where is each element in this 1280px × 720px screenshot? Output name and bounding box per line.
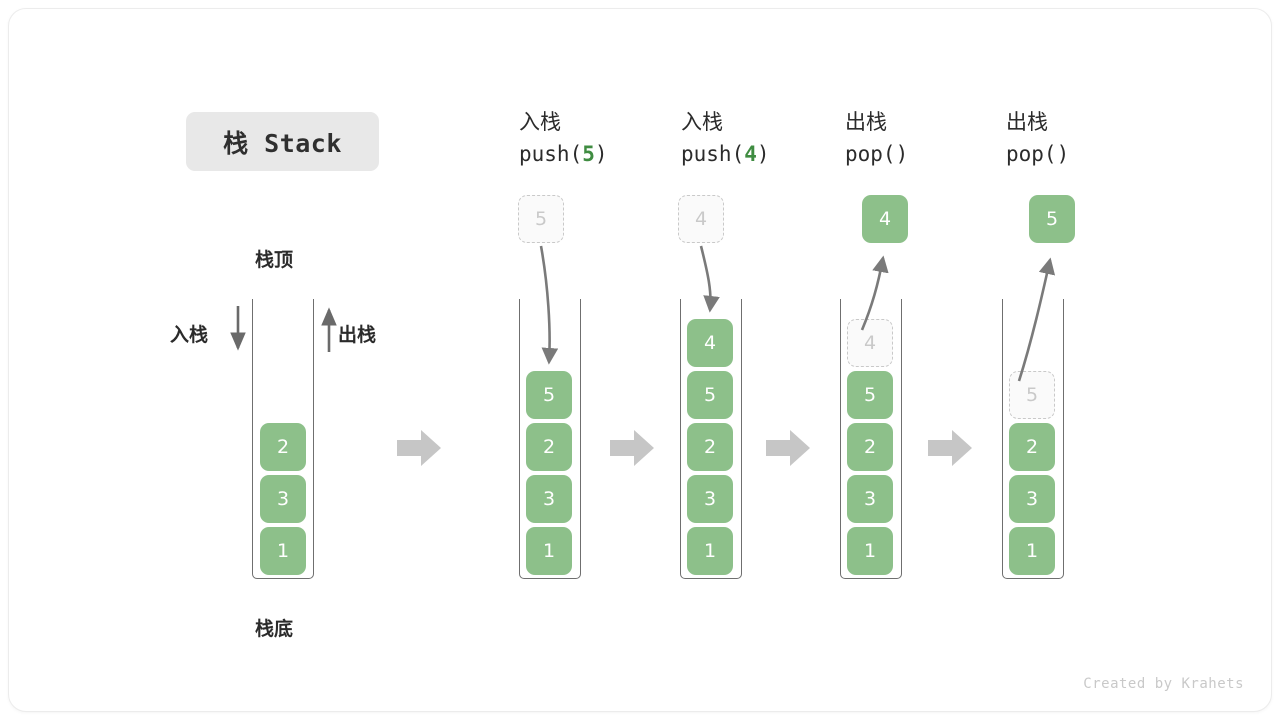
column-op-label: 入栈 — [519, 110, 561, 134]
stack-cell: 5 — [526, 371, 572, 419]
step-arrow-1 — [397, 430, 441, 466]
column-code-label: push(4) — [681, 142, 770, 167]
column-code-label: pop() — [845, 142, 909, 167]
title-badge: 栈 Stack — [186, 112, 379, 171]
stack-ghost-cell: 4 — [847, 319, 893, 367]
stack-cell: 2 — [1009, 423, 1055, 471]
floating-ghost-cell: 4 — [678, 195, 724, 243]
column-code-label: pop() — [1006, 142, 1070, 167]
stack-cell: 1 — [526, 527, 572, 575]
stack-cell: 1 — [260, 527, 306, 575]
stack-cell: 3 — [687, 475, 733, 523]
step-arrow-4 — [928, 430, 972, 466]
stack-cell: 5 — [687, 371, 733, 419]
column-heading-push-4: 入栈 push(4) — [681, 108, 861, 168]
stack-cell: 3 — [260, 475, 306, 523]
floating-ghost-cell: 5 — [518, 195, 564, 243]
step-arrow-2 — [610, 430, 654, 466]
popped-cell: 4 — [862, 195, 908, 243]
column-heading-push-5: 入栈 push(5) — [519, 108, 699, 168]
stack-cell: 2 — [526, 423, 572, 471]
stack-ghost-cell: 5 — [1009, 371, 1055, 419]
stack-cell: 2 — [847, 423, 893, 471]
stack-cell: 2 — [260, 423, 306, 471]
pop-side-label: 出栈 — [338, 324, 377, 346]
page-title: 栈 Stack — [223, 128, 342, 158]
stack-top-label: 栈顶 — [255, 249, 294, 271]
column-op-label: 出栈 — [1006, 110, 1048, 134]
stack-cell: 2 — [687, 423, 733, 471]
push-side-label: 入栈 — [170, 324, 209, 346]
stack-cell: 3 — [1009, 475, 1055, 523]
stack-cell: 3 — [847, 475, 893, 523]
stack-cell: 1 — [847, 527, 893, 575]
stack-cell: 5 — [847, 371, 893, 419]
stack-cell: 3 — [526, 475, 572, 523]
column-heading-pop-1: 出栈 pop() — [845, 108, 1025, 168]
column-code-label: push(5) — [519, 142, 608, 167]
step-arrow-3 — [766, 430, 810, 466]
column-heading-pop-2: 出栈 pop() — [1006, 108, 1186, 168]
watermark: Created by Krahets — [1083, 676, 1244, 692]
column-op-label: 出栈 — [845, 110, 887, 134]
stack-cell: 1 — [1009, 527, 1055, 575]
stack-cell: 1 — [687, 527, 733, 575]
stack-bottom-label: 栈底 — [255, 618, 294, 640]
stack-cell: 4 — [687, 319, 733, 367]
popped-cell: 5 — [1029, 195, 1075, 243]
column-op-label: 入栈 — [681, 110, 723, 134]
